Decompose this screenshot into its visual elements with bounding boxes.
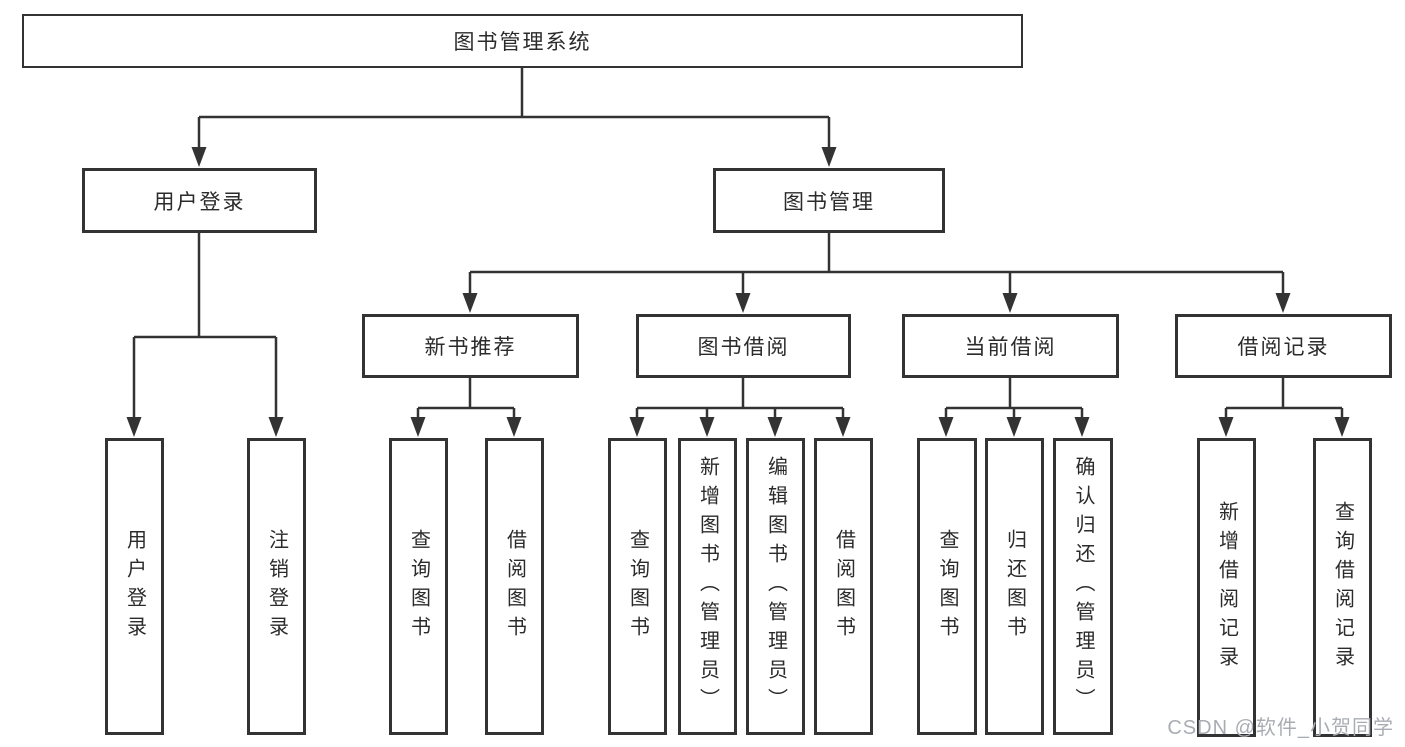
arrow-down-icon: [821, 147, 837, 167]
leaf-records-query-record: 查询借阅记录: [1313, 438, 1372, 737]
leaf-records-query-record-label: 查询借阅记录: [1331, 500, 1354, 675]
leaf-current-return-books-label: 归还图书: [1003, 528, 1026, 645]
leaf-current-return-books: 归还图书: [985, 438, 1044, 735]
arrow-down-icon: [1006, 417, 1022, 437]
arrow-down-icon: [1275, 293, 1291, 313]
leaf-logout-label: 注销登录: [265, 528, 288, 645]
leaf-borrowing-add-books-admin-label: 新增图书（管理员）: [696, 456, 719, 717]
arrow-down-icon: [410, 417, 426, 437]
arrow-down-icon: [1002, 293, 1018, 313]
arrow-down-icon: [506, 417, 522, 437]
node-new-book-recommend-label: 新书推荐: [424, 336, 517, 359]
arrow-down-icon: [1218, 417, 1234, 437]
node-borrowing-records-label: 借阅记录: [1237, 336, 1330, 359]
arrowheads: [126, 147, 1350, 437]
leaf-current-confirm-return-admin-label: 确认归还（管理员）: [1072, 456, 1094, 717]
node-new-book-recommend: 新书推荐: [362, 314, 579, 378]
node-current-borrowing: 当前借阅: [902, 314, 1119, 378]
node-user-login: 用户登录: [82, 168, 317, 233]
node-borrowing-records: 借阅记录: [1175, 314, 1392, 378]
leaf-borrowing-query-books: 查询图书: [608, 438, 667, 735]
node-root: 图书管理系统: [22, 14, 1023, 68]
leaf-newbooks-borrow-books-label: 借阅图书: [503, 528, 526, 645]
tree-edges: [132, 68, 1344, 418]
arrow-down-icon: [191, 147, 207, 167]
arrow-down-icon: [629, 417, 645, 437]
arrow-down-icon: [268, 417, 284, 437]
leaf-borrowing-edit-books-admin: 编辑图书（管理员）: [746, 438, 805, 735]
arrow-down-icon: [699, 417, 715, 437]
arrow-down-icon: [462, 293, 478, 313]
leaf-user-login-label: 用户登录: [123, 528, 146, 645]
arrow-down-icon: [1074, 417, 1090, 437]
leaf-borrowing-borrow-books: 借阅图书: [814, 438, 873, 735]
leaf-records-add-record: 新增借阅记录: [1197, 438, 1256, 737]
node-current-borrowing-label: 当前借阅: [964, 336, 1057, 359]
leaf-newbooks-borrow-books: 借阅图书: [485, 438, 544, 735]
leaf-current-confirm-return-admin: 确认归还（管理员）: [1053, 438, 1113, 735]
arrow-down-icon: [126, 417, 142, 437]
arrow-down-icon: [1334, 417, 1350, 437]
node-book-management: 图书管理: [713, 168, 945, 233]
leaf-newbooks-query-books-label: 查询图书: [407, 528, 430, 645]
leaf-logout: 注销登录: [247, 438, 306, 735]
arrow-down-icon: [767, 417, 783, 437]
node-book-management-label: 图书管理: [783, 190, 875, 214]
leaf-borrowing-borrow-books-label: 借阅图书: [832, 528, 855, 645]
leaf-borrowing-query-books-label: 查询图书: [626, 528, 649, 645]
leaf-borrowing-add-books-admin: 新增图书（管理员）: [678, 438, 737, 735]
leaf-records-add-record-label: 新增借阅记录: [1215, 500, 1238, 675]
leaf-borrowing-edit-books-admin-label: 编辑图书（管理员）: [764, 456, 787, 717]
node-book-borrowing-label: 图书借阅: [697, 336, 790, 359]
node-user-login-label: 用户登录: [153, 190, 246, 214]
leaf-current-query-books: 查询图书: [917, 438, 977, 735]
leaf-user-login: 用户登录: [105, 438, 164, 735]
arrow-down-icon: [835, 417, 851, 437]
leaf-current-query-books-label: 查询图书: [936, 528, 958, 645]
leaf-newbooks-query-books: 查询图书: [389, 438, 448, 735]
node-book-borrowing: 图书借阅: [636, 314, 851, 378]
node-root-label: 图书管理系统: [453, 31, 592, 54]
arrow-down-icon: [735, 293, 751, 313]
arrow-down-icon: [938, 417, 954, 437]
